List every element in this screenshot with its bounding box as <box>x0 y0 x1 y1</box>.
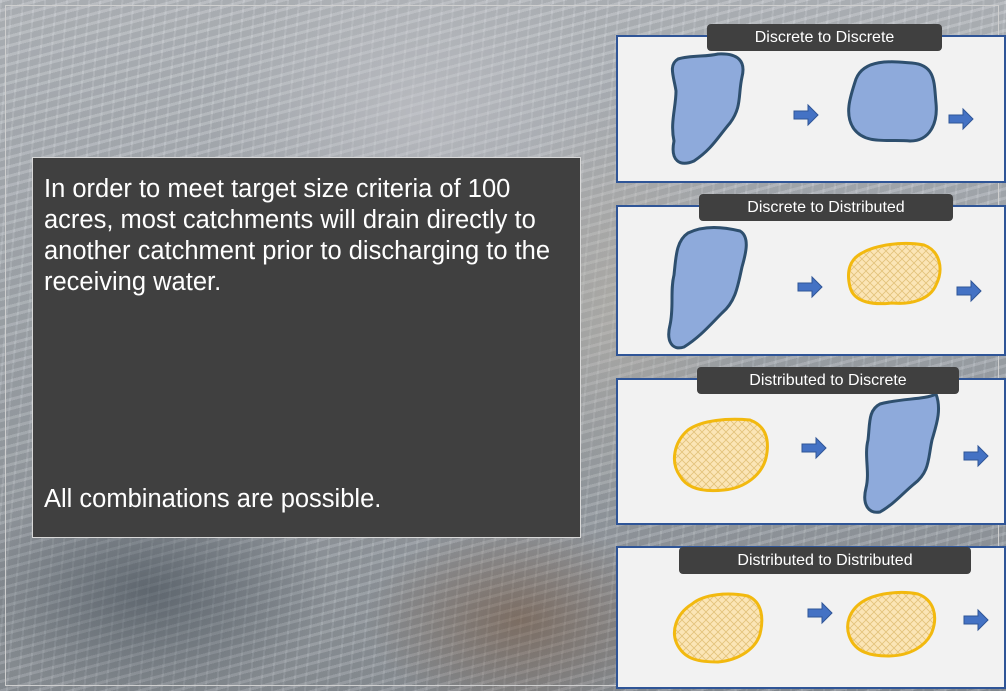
distributed-catchment-shape <box>847 241 942 306</box>
flow-arrow-icon <box>801 437 827 459</box>
panel-discrete-to-distributed: Discrete to Distributed <box>616 194 1006 356</box>
flow-arrow-icon <box>956 280 982 302</box>
panel-label: Distributed to Discrete <box>697 367 959 394</box>
panel-label: Discrete to Distributed <box>699 194 953 221</box>
panel-2-diagram <box>667 226 982 350</box>
panel-distributed-to-discrete: Distributed to Discrete <box>616 367 1006 525</box>
main-description: In order to meet target size criteria of… <box>44 175 551 296</box>
distributed-catchment-shape <box>672 417 769 493</box>
discrete-catchment-shape <box>667 226 748 350</box>
panel-1-diagram <box>670 52 974 165</box>
flow-arrow-icon <box>948 108 974 130</box>
distributed-catchment-shape <box>846 590 937 658</box>
panel-discrete-to-discrete: Discrete to Discrete <box>616 24 1006 183</box>
flow-arrow-icon <box>963 445 989 467</box>
distributed-catchment-shape <box>673 592 764 664</box>
panel-label: Distributed to Distributed <box>679 547 971 574</box>
panel-label: Discrete to Discrete <box>707 24 942 51</box>
combinations-note: All combinations are possible. <box>44 485 382 513</box>
panel-4-diagram <box>673 590 989 664</box>
discrete-catchment-shape <box>847 60 938 143</box>
panel-distributed-to-distributed: Distributed to Distributed <box>616 546 1006 689</box>
discrete-catchment-shape <box>670 52 745 165</box>
flow-arrow-icon <box>963 609 989 631</box>
discrete-catchment-shape <box>863 391 940 514</box>
panel-3-diagram <box>672 391 989 514</box>
flow-arrow-icon <box>807 602 833 624</box>
flow-arrow-icon <box>793 104 819 126</box>
description-text-box: In order to meet target size criteria of… <box>32 157 581 538</box>
flow-arrow-icon <box>797 276 823 298</box>
